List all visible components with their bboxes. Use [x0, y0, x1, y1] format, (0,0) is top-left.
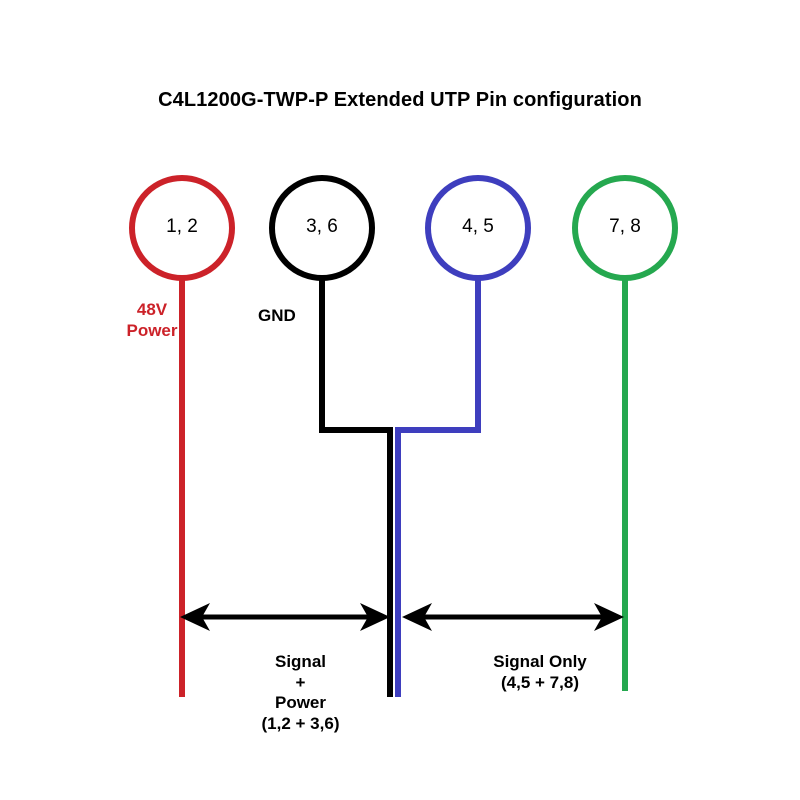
page-title: C4L1200G-TWP-P Extended UTP Pin configur… — [158, 89, 642, 111]
span-arrow-right — [402, 603, 624, 631]
span-arrow-right-head-end — [594, 603, 624, 631]
wire-group-1-2 — [129, 175, 235, 697]
wire-group-4-5 — [395, 175, 531, 697]
span-arrow-left-head-end — [360, 603, 390, 631]
wire-3-6 — [319, 278, 393, 697]
pin-circle-label-4-5: 4, 5 — [462, 216, 494, 237]
wire-4-5 — [395, 278, 481, 697]
signal-power-span-label: Signal + Power (1,2 + 3,6) — [261, 652, 340, 734]
span-arrow-right-head-start — [402, 603, 432, 631]
ground-annotation: GND — [258, 306, 296, 325]
pin-circle-label-1-2: 1, 2 — [166, 216, 198, 237]
pin-circle-label-3-6: 3, 6 — [306, 216, 338, 237]
span-arrow-left — [180, 603, 390, 631]
pin-circle-label-7-8: 7, 8 — [609, 216, 641, 237]
span-arrow-left-head-start — [180, 603, 210, 631]
signal-only-span-label: Signal Only (4,5 + 7,8) — [493, 652, 587, 692]
wire-group-3-6 — [269, 175, 393, 697]
power-annotation: 48V Power — [126, 300, 178, 340]
wire-group-7-8 — [572, 175, 678, 691]
